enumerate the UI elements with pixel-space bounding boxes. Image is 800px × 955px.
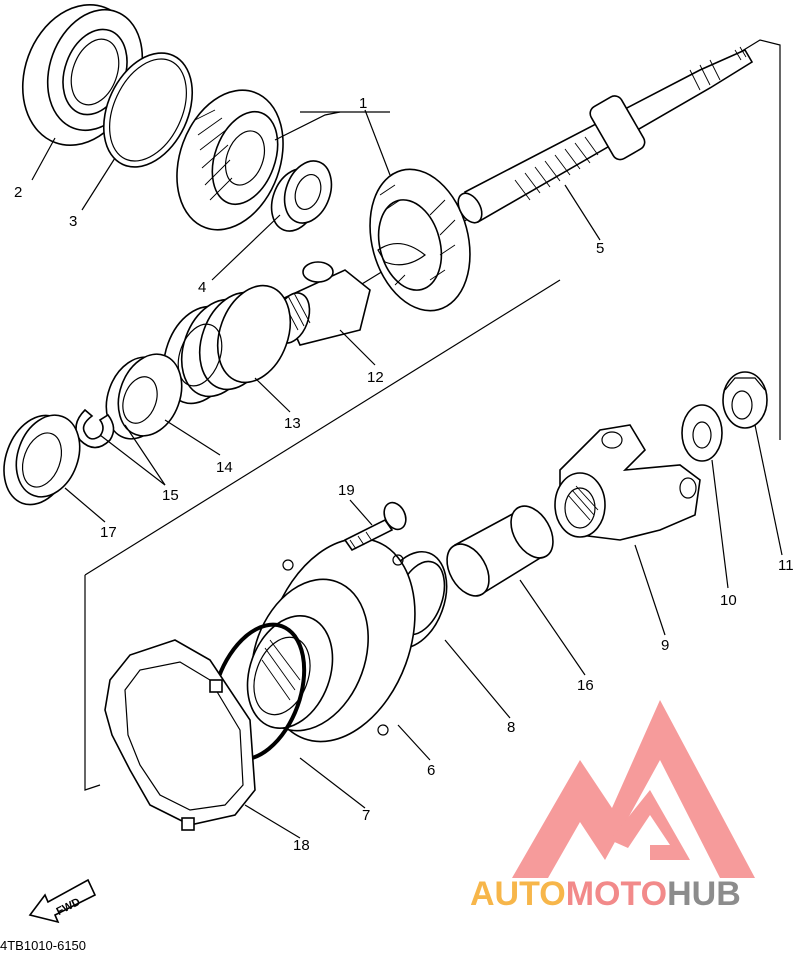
fwd-arrow-icon: FWD	[28, 878, 97, 924]
callout-9: 9	[661, 637, 669, 654]
callout-7: 7	[362, 807, 370, 824]
part-5-shaft	[457, 46, 754, 224]
part-19-bolt	[343, 501, 407, 552]
callout-5: 5	[596, 240, 604, 257]
callout-13: 13	[284, 415, 301, 432]
callout-3: 3	[69, 213, 77, 230]
part-17-bearing	[3, 414, 81, 506]
part-1-pinion-gear	[176, 89, 284, 231]
part-9-yoke	[554, 424, 701, 541]
leader-lines	[31, 109, 783, 839]
callout-14: 14	[216, 459, 233, 476]
part-3-shim	[102, 52, 194, 168]
callout-4: 4	[198, 279, 206, 296]
callout-17: 17	[100, 524, 117, 541]
callout-2: 2	[14, 184, 22, 201]
callout-15: 15	[162, 487, 179, 504]
callout-19: 19	[338, 482, 355, 499]
part-14-seat	[105, 353, 183, 440]
callout-10: 10	[720, 592, 737, 609]
watermark-text: AUTOMOTOHUB	[470, 875, 741, 913]
part-1-ring-gear	[369, 168, 471, 312]
part-10-washer	[681, 404, 723, 462]
part-11-nut	[722, 371, 768, 429]
callout-18: 18	[293, 837, 310, 854]
callout-12: 12	[367, 369, 384, 386]
callout-16: 16	[577, 677, 594, 694]
callout-6: 6	[427, 762, 435, 779]
callout-1: 1	[359, 95, 367, 112]
part-18-plate	[104, 639, 256, 831]
watermark-logo	[512, 700, 755, 878]
callout-11: 11	[778, 557, 794, 574]
part-4-needle-bearing	[270, 160, 333, 232]
diagram-code: 4TB1010-6150	[0, 938, 86, 953]
callout-8: 8	[507, 719, 515, 736]
part-16-collar	[446, 505, 554, 597]
callout-numbers: 1 2 3 4 5 6 7 8 9 10 11 12 13 14 15 16 1…	[14, 95, 794, 854]
part-6-housing	[246, 537, 416, 743]
part-15-circlip	[75, 408, 115, 449]
